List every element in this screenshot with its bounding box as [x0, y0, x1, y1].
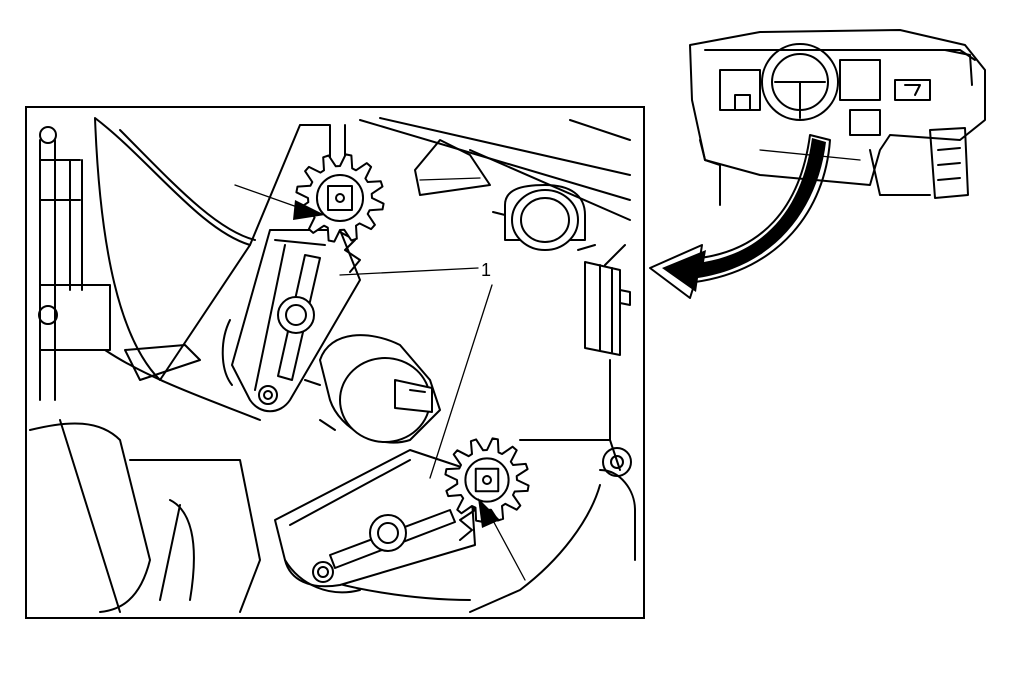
upper-actuator-arm	[221, 229, 361, 413]
gear-drive-socket	[327, 185, 353, 211]
lower-gear	[444, 437, 530, 523]
gear-hub	[315, 173, 365, 223]
gear-hub	[464, 457, 510, 503]
duct-port	[492, 184, 596, 251]
pointer-arrow-icon	[478, 498, 526, 581]
gear-drive-socket	[474, 467, 500, 493]
detail-view: 1	[25, 106, 645, 619]
upper-gear	[295, 153, 385, 243]
callout-1-leaders	[339, 267, 493, 479]
callout-1-label: 1	[481, 260, 491, 280]
electrical-connector	[584, 261, 631, 356]
lower-actuator-arm	[274, 449, 476, 594]
gear-center	[335, 193, 345, 203]
pointer-arrow-icon	[234, 184, 325, 220]
center-shaft	[304, 334, 441, 444]
gear-center	[482, 475, 492, 485]
vehicle-locator-thumbnail	[689, 29, 986, 206]
curved-arrow-icon	[649, 134, 831, 299]
